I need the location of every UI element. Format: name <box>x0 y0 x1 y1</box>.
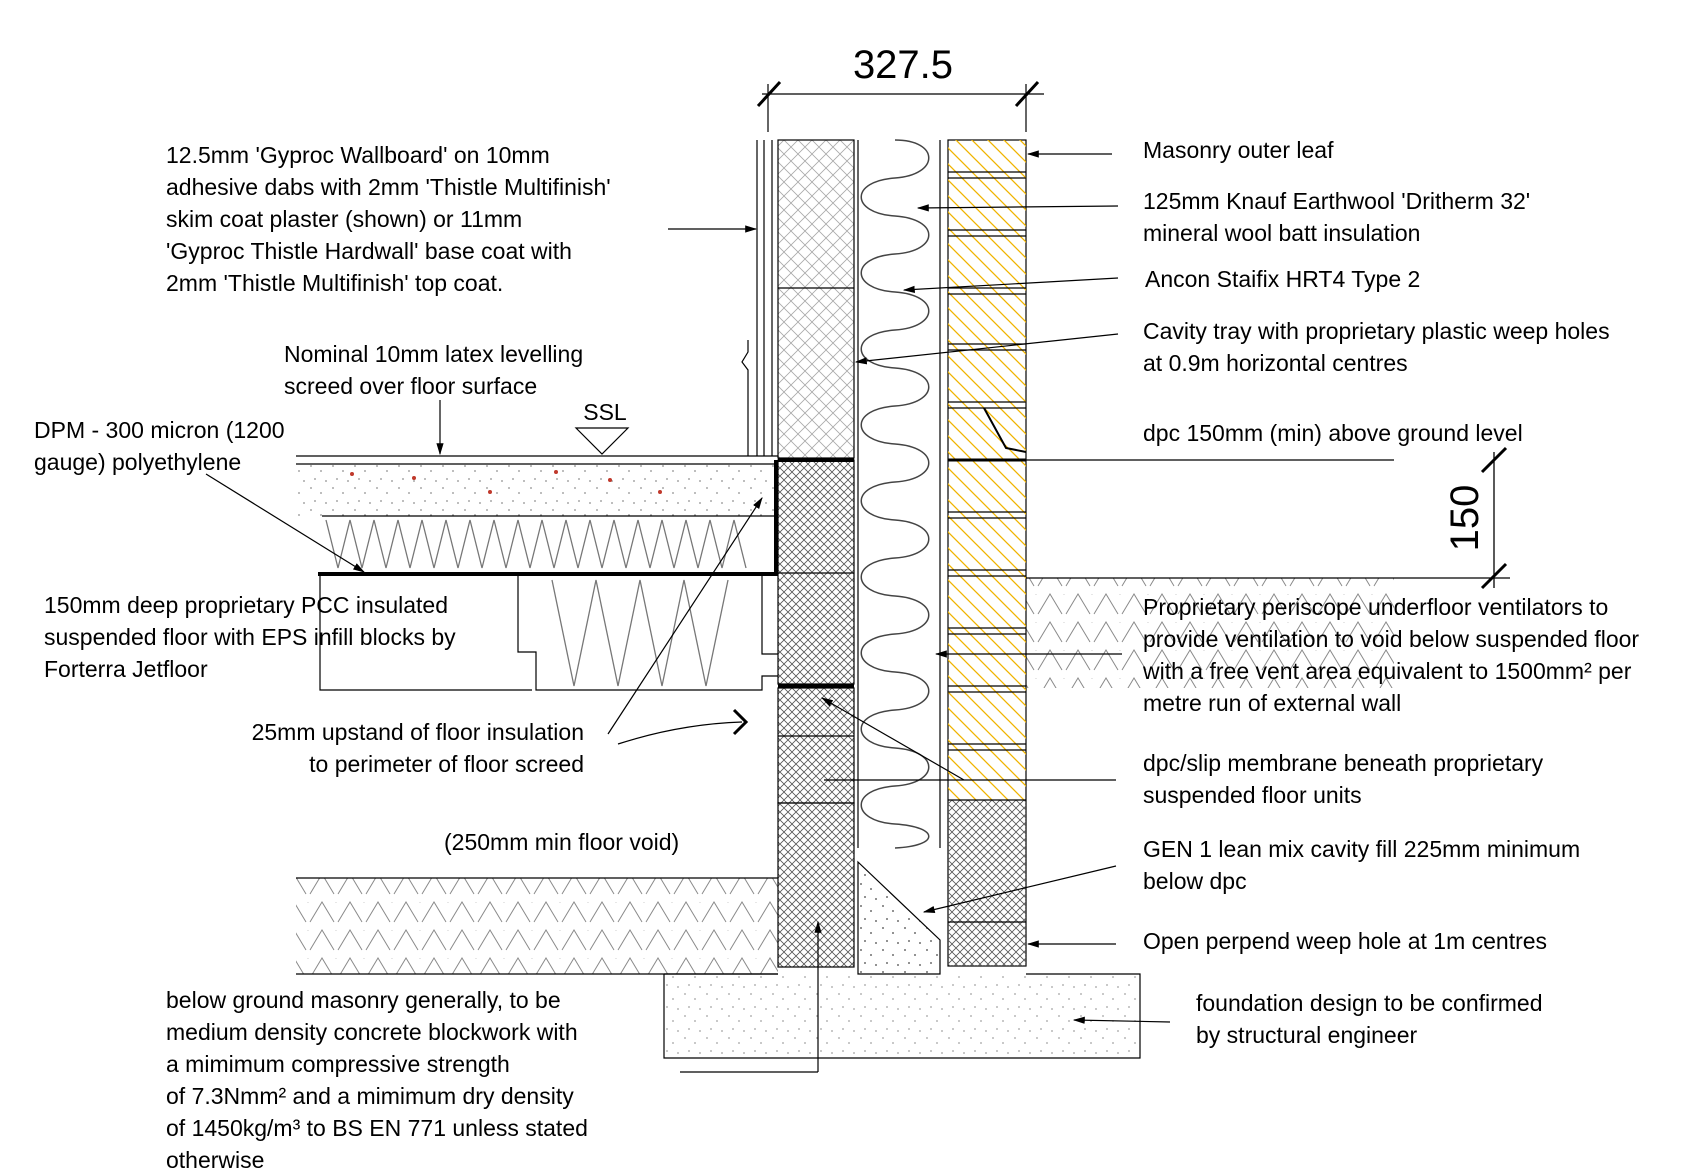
cavity-insulation <box>857 139 941 849</box>
cavity-fill <box>857 860 941 975</box>
inner-leaf-upper <box>777 139 855 459</box>
leader-dpm <box>205 473 366 573</box>
leader-wall-tie <box>902 277 1119 293</box>
note-plasterboard: 12.5mm 'Gyproc Wallboard' on 10mm adhesi… <box>166 142 611 296</box>
floor-screed <box>296 455 778 516</box>
floor-insulation <box>318 460 778 576</box>
leader-cavity-tray <box>854 333 1119 365</box>
leader-upstand <box>617 721 743 745</box>
note-dpc: dpc 150mm (min) above ground level <box>1143 420 1523 446</box>
leaders <box>205 150 1171 1073</box>
ssl-label: SSL <box>583 399 627 425</box>
note-floor-units: 150mm deep proprietary PCC insulated sus… <box>44 592 456 682</box>
note-ventilators: Proprietary periscope underfloor ventila… <box>1143 594 1640 716</box>
note-cavity-tray: Cavity tray with proprietary plastic wee… <box>1143 318 1610 376</box>
plasterboard-lining <box>741 140 773 456</box>
leader-floor-units <box>607 496 763 735</box>
note-screed: Nominal 10mm latex levelling screed over… <box>284 341 584 399</box>
foundation <box>663 973 1141 1059</box>
leader-foundation <box>1072 1016 1171 1024</box>
note-dpm: DPM - 300 micron (1200 gauge) polyethyle… <box>34 417 285 475</box>
leader-cavity-fill <box>922 865 1117 913</box>
dimension-dpc-height: 150 <box>1026 446 1510 590</box>
note-wall-tie: Ancon Staifix HRT4 Type 2 <box>1145 266 1421 292</box>
inner-leaf-lower <box>777 458 855 968</box>
note-outer-leaf: Masonry outer leaf <box>1143 137 1334 163</box>
dimension-dpc-height-text: 150 <box>1443 485 1487 552</box>
note-cavity-fill: GEN 1 lean mix cavity fill 225mm minimum… <box>1143 836 1581 894</box>
outer-leaf <box>947 139 1027 967</box>
leader-upstand-arrow <box>732 708 749 736</box>
dimension-wall-width: 327.5 <box>756 43 1044 132</box>
note-insulation: 125mm Knauf Earthwool 'Dritherm 32' mine… <box>1143 188 1531 246</box>
note-floor-void: (250mm min floor void) <box>444 829 680 855</box>
dimension-wall-width-text: 327.5 <box>853 43 953 87</box>
ground-left <box>296 877 778 975</box>
ssl-datum: SSL <box>574 399 630 455</box>
ground-right <box>1026 577 1394 688</box>
note-slip-membrane: dpc/slip membrane beneath proprietary su… <box>1143 750 1544 808</box>
pcc-floor-units <box>319 576 778 691</box>
note-upstand: 25mm upstand of floor insulation to peri… <box>251 719 584 777</box>
note-foundation: foundation design to be confirmed by str… <box>1196 990 1543 1048</box>
leader-insulation <box>916 204 1119 212</box>
note-weep-hole: Open perpend weep hole at 1m centres <box>1143 928 1548 954</box>
note-below-ground: below ground masonry generally, to be me… <box>166 987 588 1173</box>
